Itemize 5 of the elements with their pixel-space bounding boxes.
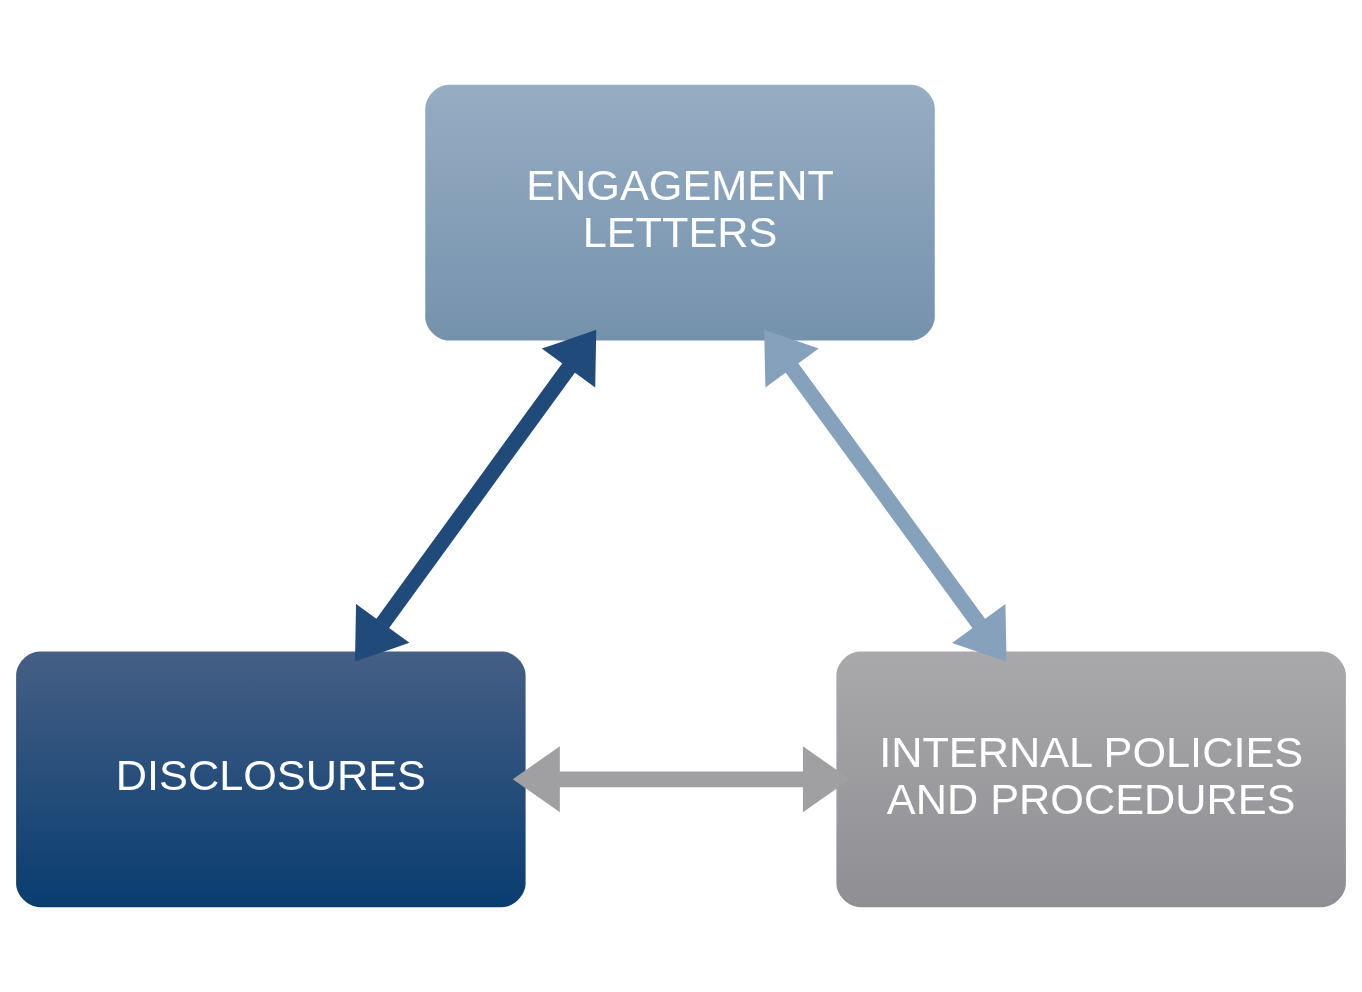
- arrow: [355, 329, 597, 662]
- node-box: DISCLOSURES: [16, 651, 526, 908]
- node-box: INTERNAL POLICIES AND PROCEDURES: [836, 651, 1346, 908]
- node-box: ENGAGEMENT LETTERS: [425, 84, 935, 341]
- arrow: [764, 329, 1007, 662]
